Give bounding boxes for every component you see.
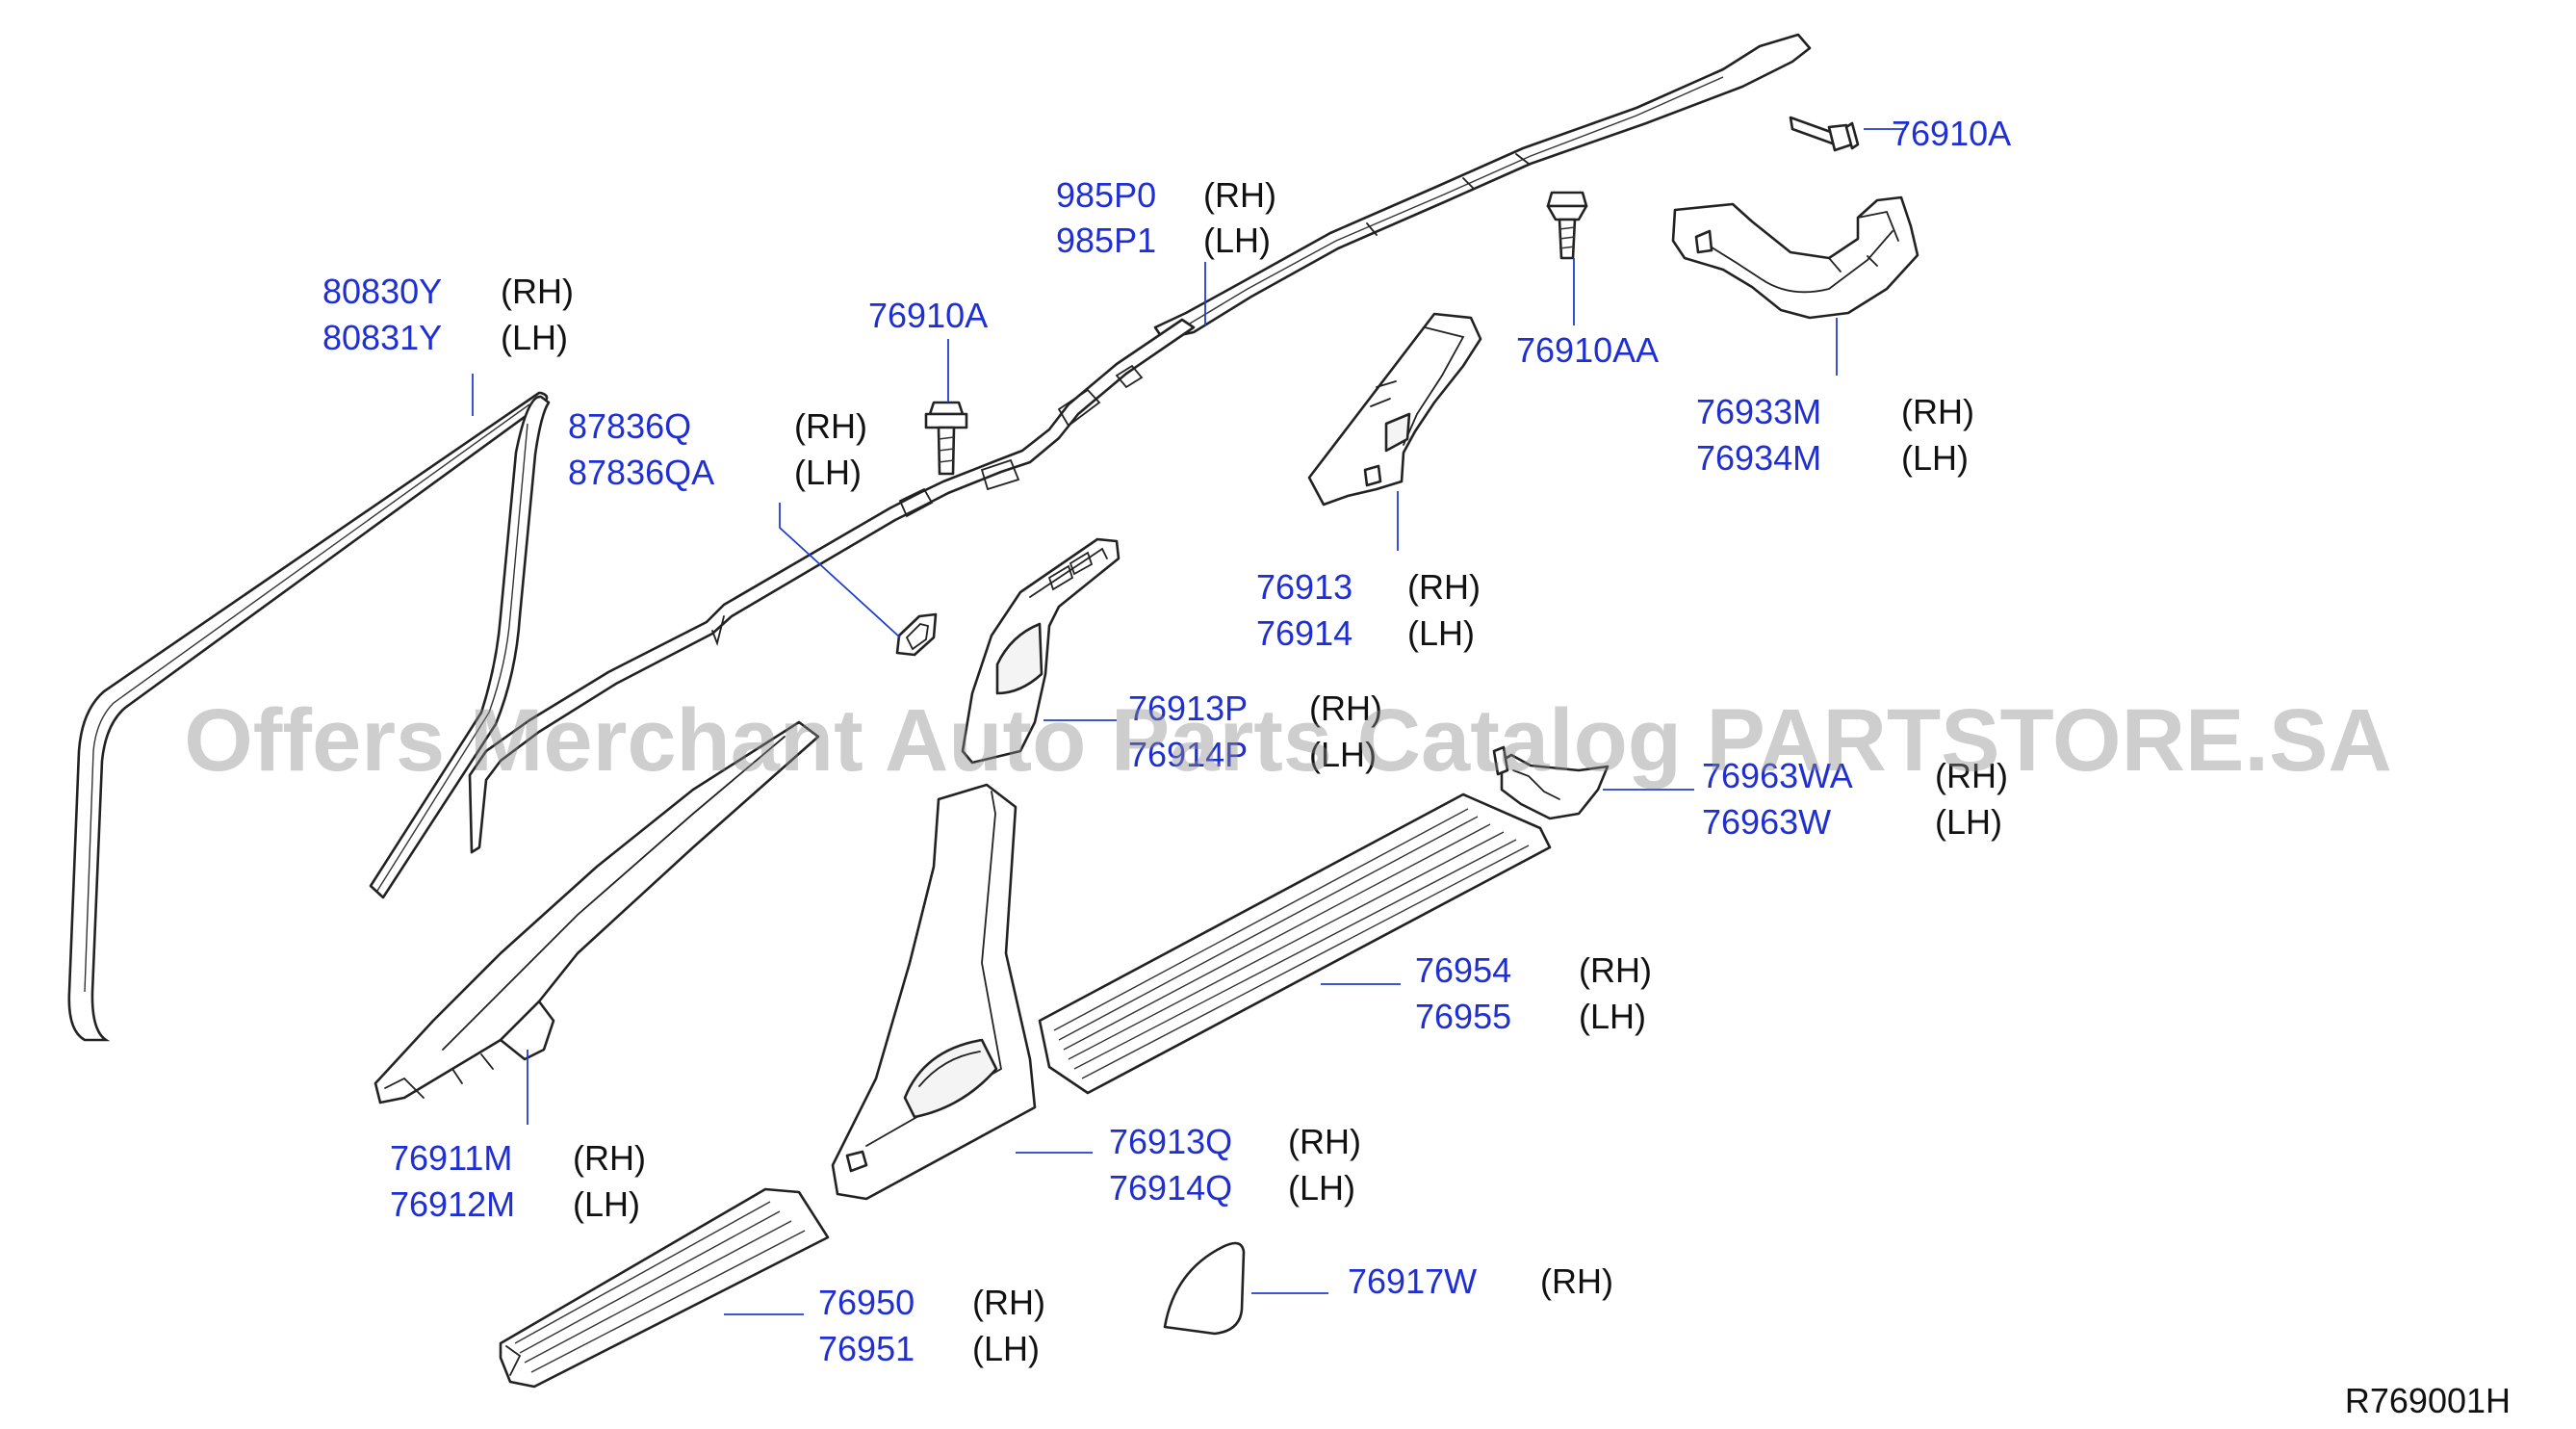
part-number-label[interactable]: 76933M [1696, 392, 1821, 431]
part-number-label[interactable]: 80830Y [322, 272, 442, 311]
bolt-mid-part [924, 401, 968, 476]
part-number-label[interactable]: 76911M [390, 1138, 512, 1178]
side-label: (LH) [501, 318, 568, 357]
side-label: (LH) [1309, 735, 1377, 774]
side-label: (LH) [1901, 438, 1969, 478]
part-number-label[interactable]: 87836Q [568, 406, 691, 446]
side-label: (RH) [1309, 689, 1382, 728]
callout-76910AA[interactable]: 76910AA [1516, 330, 1659, 370]
rear-quarter-finisher-part [1671, 195, 1919, 320]
side-label: (LH) [1288, 1168, 1355, 1208]
pad-part [1163, 1241, 1246, 1336]
side-label: (RH) [501, 272, 574, 311]
part-number-label[interactable]: 76913Q [1109, 1122, 1232, 1161]
part-number-label[interactable]: 76914 [1256, 613, 1352, 653]
part-number-label[interactable]: 76951 [818, 1329, 914, 1368]
watermark-text: Offers Merchant Auto Parts Catalog PARTS… [184, 691, 2392, 790]
callout-76910A-mid[interactable]: 76910A [868, 296, 988, 335]
part-number-label[interactable]: 80831Y [322, 318, 442, 357]
side-label: (RH) [573, 1138, 646, 1178]
side-label: (LH) [573, 1184, 640, 1224]
part-number-label[interactable]: 985P0 [1056, 175, 1156, 215]
side-label: (LH) [1203, 221, 1271, 260]
side-label: (LH) [794, 453, 862, 492]
labels: 76910A 985P0 (RH) 985P1 (LH) 80830Y (RH)… [322, 114, 2511, 1420]
part-number-label[interactable]: 87836QA [568, 453, 714, 492]
leader-lines [472, 128, 1906, 1315]
callout-76913Q[interactable]: 76913Q (RH) 76914Q (LH) [1109, 1122, 1361, 1208]
side-label: (RH) [1407, 567, 1481, 607]
front-sill-plate-part [499, 1187, 830, 1389]
part-number-label[interactable]: 985P1 [1056, 221, 1156, 260]
side-label: (RH) [1901, 392, 1974, 431]
bolt-center-part [1546, 191, 1588, 260]
part-number-label[interactable]: 76950 [818, 1283, 914, 1322]
side-label: (LH) [1935, 802, 2002, 842]
roof-rail-part [468, 33, 1812, 854]
side-label: (LH) [1407, 613, 1475, 653]
part-number-label[interactable]: 76955 [1415, 997, 1511, 1036]
front-pillar-finisher-part [374, 720, 820, 1104]
part-number-label[interactable]: 76913P [1128, 689, 1248, 728]
side-label: (RH) [1935, 756, 2008, 795]
side-label: (LH) [1579, 997, 1646, 1036]
kick-plate-clip-part [1492, 745, 1610, 820]
callout-76913[interactable]: 76913 (RH) 76914 (LH) [1256, 567, 1481, 653]
part-number-label[interactable]: 76914P [1128, 735, 1248, 774]
callout-76913P[interactable]: 76913P (RH) 76914P (LH) [1128, 689, 1382, 774]
callout-985P0[interactable]: 985P0 (RH) 985P1 (LH) [1056, 175, 1276, 260]
part-number-label[interactable]: 76910A [1892, 114, 2011, 153]
pillar-finisher-lower-part [961, 537, 1121, 765]
callout-76933M[interactable]: 76933M (RH) 76934M (LH) [1696, 392, 1974, 478]
side-label: (RH) [1540, 1261, 1613, 1301]
part-number-label[interactable]: 76917W [1348, 1261, 1477, 1301]
part-number-label[interactable]: 76934M [1696, 438, 1821, 478]
reference-code: R769001H [2345, 1381, 2511, 1420]
pillar-upper-finisher-part [1307, 312, 1482, 507]
part-number-label[interactable]: 76913 [1256, 567, 1352, 607]
part-number-label[interactable]: 76963WA [1702, 756, 1853, 795]
callout-76910A-top[interactable]: 76910A [1892, 114, 2011, 153]
side-label: (RH) [1288, 1122, 1361, 1161]
part-number-label[interactable]: 76910AA [1516, 330, 1659, 370]
callout-87836Q[interactable]: 87836Q (RH) 87836QA (LH) [568, 406, 867, 492]
callout-76963WA[interactable]: 76963WA (RH) 76963W (LH) [1702, 756, 2008, 842]
bolt-upper-right-part [1789, 116, 1860, 152]
callout-76917W[interactable]: 76917W (RH) [1348, 1261, 1613, 1301]
part-number-label[interactable]: 76914Q [1109, 1168, 1232, 1208]
callout-80830Y[interactable]: 80830Y (RH) 80831Y (LH) [322, 272, 574, 357]
side-label: (RH) [1203, 175, 1276, 215]
callout-76954[interactable]: 76954 (RH) 76955 (LH) [1415, 950, 1652, 1036]
part-number-label[interactable]: 76954 [1415, 950, 1511, 990]
side-label: (RH) [794, 406, 867, 446]
part-number-label[interactable]: 76963W [1702, 802, 1831, 842]
rear-sill-plate-part [1038, 792, 1552, 1095]
part-number-label[interactable]: 76910A [868, 296, 988, 335]
leader-87836Q [779, 503, 901, 638]
callout-76911M[interactable]: 76911M (RH) 76912M (LH) [390, 1138, 646, 1224]
part-number-label[interactable]: 76912M [390, 1184, 515, 1224]
callout-76950[interactable]: 76950 (RH) 76951 (LH) [818, 1283, 1045, 1368]
center-pillar-garnish-part [831, 783, 1037, 1201]
grommet-part [895, 612, 938, 657]
side-label: (LH) [972, 1329, 1040, 1368]
side-label: (RH) [1579, 950, 1652, 990]
side-label: (RH) [972, 1283, 1045, 1322]
door-weatherstrip-part [67, 391, 551, 1042]
